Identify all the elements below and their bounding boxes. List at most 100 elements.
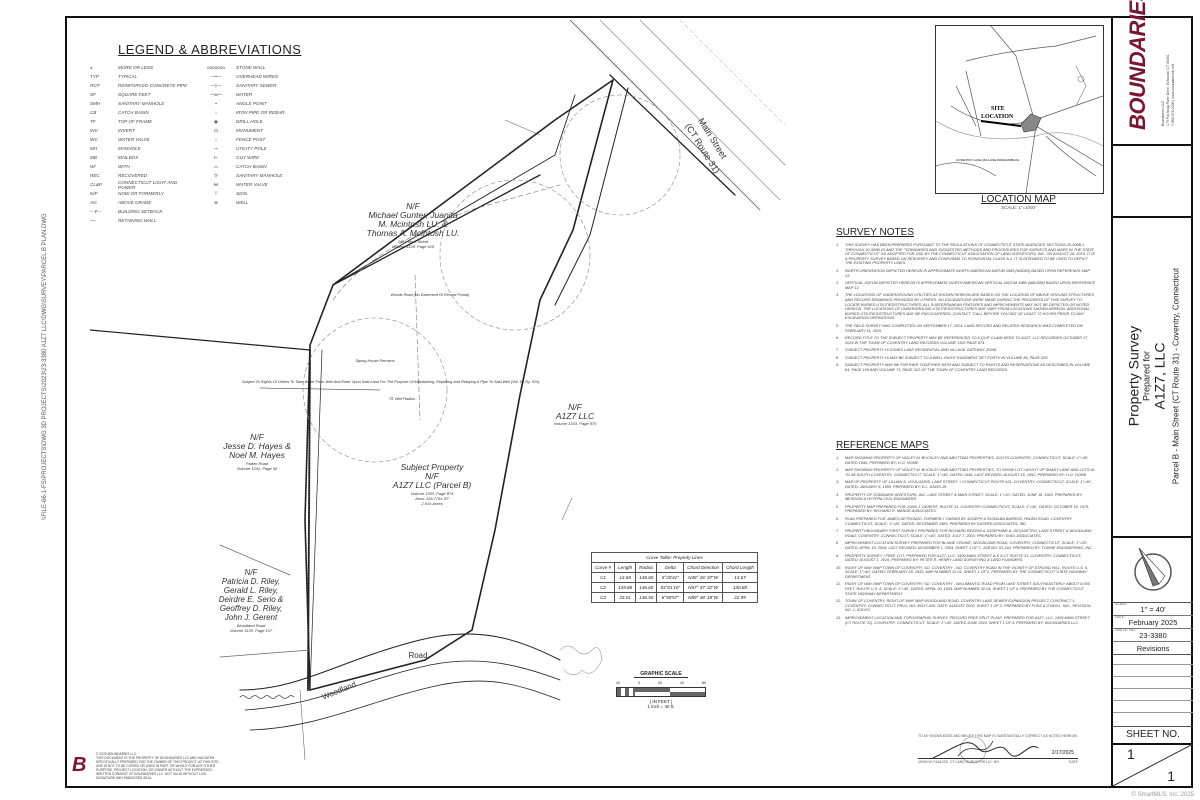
file-path-label: \\FILE-66-1-FS\PROJECTS\DWG 3D PROJECTS\… — [42, 213, 48, 520]
svg-text:Thomas A. Mcintosh LU.: Thomas A. Mcintosh LU. — [367, 228, 460, 238]
scale-field: SCALE: 1" = 40' — [1113, 602, 1193, 616]
survey-note: 3.VERTICAL DATUM DEPICTED HEREON IS APPR… — [836, 281, 1096, 290]
gunter-nf: N/F — [406, 201, 421, 211]
company-logo: BOUNDARIES Boundaries LLC 179 Pachaug Ri… — [1113, 0, 1193, 146]
watermark: © SmartMLS, Inc. 2025 — [1131, 792, 1194, 798]
survey-note: 5.THE FIELD SURVEY WAS COMPLETED ON SEPT… — [836, 323, 1083, 333]
legend-symbol-item: ○IRON PIPE OR REBAR — [214, 110, 285, 115]
sheet-number-label: SHEET NO. — [1113, 726, 1193, 745]
svg-text:Spring House Remains: Spring House Remains — [355, 359, 394, 363]
title-block: BOUNDARIES Boundaries LLC 179 Pachaug Ri… — [1111, 0, 1193, 786]
location-map-title: LOCATION MAP SCALE: 1"=1000' — [981, 194, 1056, 210]
curve-table-header: Curve # Length Radius Delta Chord Direct… — [590, 562, 758, 573]
legend-symbol-item: ⊸UTILITY POLE — [214, 145, 267, 152]
legend-title: LEGEND & ABBREVIATIONS — [118, 42, 302, 57]
reference-map-item: 2.MAP SHOWING PROPERTY OF VIOLET M. BUCK… — [836, 468, 1095, 477]
svg-text:Volume 1241, Page 56: Volume 1241, Page 56 — [237, 466, 278, 471]
svg-text:Subject To Rights Of Others To: Subject To Rights Of Others To Take Wate… — [242, 380, 540, 384]
svg-text:Deirdre E. Serio &: Deirdre E. Serio & — [219, 595, 283, 604]
legend-symbol-item: ◉DRILL HOLE — [213, 118, 263, 125]
legend-item: ~~RETAINING WALL — [90, 218, 157, 223]
svg-text:LOCATION: LOCATION — [981, 114, 1014, 120]
revisions-header: Revisions — [1113, 641, 1193, 655]
svg-text:A1Z7 LLC (Parcel B): A1Z7 LLC (Parcel B) — [392, 480, 472, 490]
svg-text:Subject Property: Subject Property — [401, 462, 465, 472]
legend-item: ±MORE OR LESS — [90, 65, 153, 70]
svg-text:N/F: N/F — [425, 471, 440, 481]
legend-symbol-item: —•—OVERHEAD WIRES — [210, 74, 279, 79]
survey-note: 8.SUBJECT PROPERTY IS MAY BE SUBJECT TO … — [836, 355, 1049, 360]
reference-map-item: 11.RIGHT OF WAY MAP TOWN OF COVENTRY, SO… — [836, 582, 1090, 596]
legend-symbol-item: ⋈WATER VALVE — [213, 181, 268, 188]
survey-note: 6.RECORD TITLE TO THE SUBJECT PROPERTY M… — [836, 336, 1089, 345]
reference-map-item: 12.TOWN OF COVENTRY, RIGHT-OF-WAY MAP WO… — [836, 599, 1091, 613]
svg-text:Volume 1135, Page 107: Volume 1135, Page 107 — [230, 628, 273, 633]
survey-notes-title: SURVEY NOTES — [836, 227, 914, 238]
survey-plan-drawing: N/F Michael Gunter, Juanita M. Mcintosh … — [90, 20, 786, 761]
legend-symbol-item: ⊛WELL — [214, 199, 249, 206]
legend-symbol-item: ○FENCE POST — [214, 137, 266, 142]
survey-note: 2.NORTH ORIENTATION DEPICTED HEREON IS A… — [836, 268, 1090, 278]
reference-maps: REFERENCE MAPS 1.MAP SHOWING PROPERTY OF… — [836, 440, 1096, 628]
survey-note: 4.THE LOCATIONS OF UNDERGROUND UTILITIES… — [836, 293, 1095, 321]
svg-text:Volume 1303, Page 874: Volume 1303, Page 874 — [411, 491, 455, 496]
legend-symbol-item: ▭CATCH BASIN — [213, 163, 267, 170]
svg-text:John J. Gerent: John J. Gerent — [224, 613, 278, 622]
reference-map-item: 5.PROPERTY MAP PREPARED FOR JOHN J. GERE… — [836, 504, 1090, 514]
reference-map-item: 13.IMPROVEMENT LOCATION AND TOPOGRAPHIC … — [836, 616, 1090, 625]
svg-text:Patricia D. Riley,: Patricia D. Riley, — [222, 577, 281, 586]
svg-text:Volume 1139, Page 416: Volume 1139, Page 416 — [392, 244, 435, 249]
reference-map-item: 10.RIGHT OF WAY MAP TOWN OF COVENTRY, SO… — [836, 565, 1088, 579]
svg-text:Geoffrey D. Riley,: Geoffrey D. Riley, — [220, 604, 283, 613]
boundaries-logo-icon: B — [72, 754, 87, 776]
legend-symbol-item: ⊡MONUMENT — [214, 127, 264, 134]
north-arrow-icon — [1113, 536, 1193, 603]
copyright-block: B © 2025 BOUNDARIES LLC THIS DOCUMENT IS… — [72, 752, 220, 780]
svg-text:1451 Main Street: 1451 Main Street — [398, 239, 429, 244]
legend-symbol-item: —|—SANITARY SEWER — [210, 83, 277, 88]
curve-table: Curve Table: Property Lines Curve # Leng… — [590, 552, 758, 603]
survey-note: 7.SUBJECT PROPERTY IS ZONED LAKE RESIDEN… — [836, 348, 998, 353]
svg-text:Area: 126,776± SF: Area: 126,776± SF — [414, 496, 449, 501]
reference-map-item: 3.MAP OF PROPERTY OF LILLIAN S. VOULGARI… — [836, 480, 1093, 489]
svg-text:N/F: N/F — [250, 432, 265, 442]
legend-symbol-item: ⊢GUY WIRE — [213, 154, 260, 161]
svg-text:Woodland Road: Woodland Road — [237, 623, 266, 628]
legend-symbol-item: ⊤SIGN — [213, 190, 248, 197]
svg-text:Jesse D. Hayes &: Jesse D. Hayes & — [222, 441, 291, 451]
reference-map-item: 7.PROPERTY/BOUNDARY FIRST SURVEY PREPARE… — [836, 529, 1092, 538]
svg-text:N/F: N/F — [245, 568, 259, 577]
survey-note: 9.SUBJECT PROPERTY MAY BE FURTHER TOGETH… — [836, 363, 1091, 373]
legend-symbol-item: •ANGLE POINT — [215, 101, 267, 106]
surveyor-signature: TO MY KNOWLEDGE AND BELIEF THIS MAP IS S… — [918, 734, 1078, 764]
svg-text:A1Z7 LLC: A1Z7 LLC — [555, 411, 595, 421]
reference-map-item: 4.PROPERTY OF STANDARD INVESTORS, INC. L… — [836, 492, 1083, 502]
svg-text:Woods Road (No Easement Of Rec: Woods Road (No Easement Of Record Found) — [391, 293, 470, 297]
svg-text:Paden Road: Paden Road — [246, 461, 269, 466]
legend-symbol-item: —w—WATER — [209, 92, 253, 97]
legend-item: W/WITH — [90, 164, 130, 169]
reference-maps-title: REFERENCE MAPS — [836, 440, 929, 451]
svg-text:Volume 1303, Page 870: Volume 1303, Page 870 — [554, 421, 598, 426]
drawing-title: Property Survey Prepared for A1Z7, LLC P… — [1113, 216, 1193, 538]
svg-text:Gerald L. Riley,: Gerald L. Riley, — [224, 586, 279, 595]
